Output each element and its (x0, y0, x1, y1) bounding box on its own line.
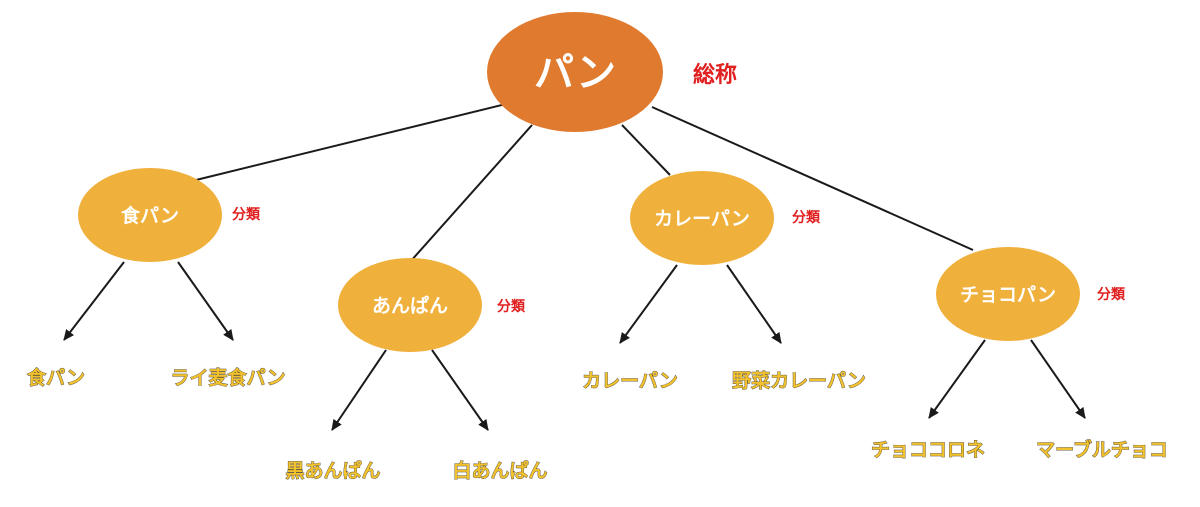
category-label-shokupan: 食パン (121, 204, 179, 227)
arrow-anpan-right (431, 349, 489, 431)
category-node-anpan: あんぱん (338, 258, 482, 352)
arrow-chokopan-right (1030, 339, 1086, 419)
leaf-shokupan: 食パン (27, 366, 85, 389)
root-ellipse (487, 12, 663, 132)
leaf-shiro-anpan: 白あんぱん (452, 459, 547, 482)
leaf-kuro-anpan: 黒あんぱん (285, 459, 380, 482)
connector-root-chokopan (651, 106, 974, 251)
category-tag-karepan: 分類 (792, 210, 821, 226)
category-label-chokopan: チョコパン (960, 284, 1056, 306)
leaf-yasai-karepan: 野菜カレーパン (732, 369, 866, 392)
arrow-shokupan-right (177, 261, 234, 341)
category-ellipse-shokupan (78, 168, 222, 262)
leaf-maburu-choko: マーブルチョコ (1036, 438, 1168, 461)
category-node-chokopan: チョコパン (936, 247, 1080, 341)
category-ellipse-anpan (338, 258, 482, 352)
arrow-karepan-left (619, 264, 678, 344)
category-label-karepan: カレーパン (654, 208, 750, 230)
category-node-shokupan: 食パン (78, 168, 222, 262)
leaf-arrows (63, 261, 1086, 431)
arrow-shokupan-left (63, 261, 125, 341)
root-label: パン (534, 50, 616, 96)
arrow-chokopan-left (928, 339, 986, 419)
connector-root-karepan (621, 124, 671, 176)
leaf-choko-korone: チョココロネ (871, 439, 985, 461)
root-tag: 総称 (693, 62, 737, 88)
category-tag-shokupan: 分類 (232, 207, 261, 223)
arrow-karepan-right (726, 264, 782, 344)
leaf-labels: 食パン ライ麦食パン 黒あんぱん 白あんぱん カレーパン 野菜カレーパン チョコ… (27, 366, 1169, 483)
root-node: パン (487, 12, 663, 132)
category-ellipse-karepan (630, 171, 774, 265)
root-connectors (195, 102, 974, 263)
connector-root-anpan (409, 124, 533, 263)
category-node-karepan: カレーパン (630, 171, 774, 265)
category-label-anpan: あんぱん (372, 294, 448, 317)
category-tag-chokopan: 分類 (1097, 287, 1126, 303)
arrow-anpan-left (331, 349, 387, 431)
category-tag-anpan: 分類 (497, 299, 526, 315)
leaf-karepan: カレーパン (582, 370, 678, 392)
connector-root-shokupan (195, 102, 511, 181)
leaf-raimugi-shokupan: ライ麦食パン (171, 366, 286, 389)
category-ellipse-chokopan (936, 247, 1080, 341)
